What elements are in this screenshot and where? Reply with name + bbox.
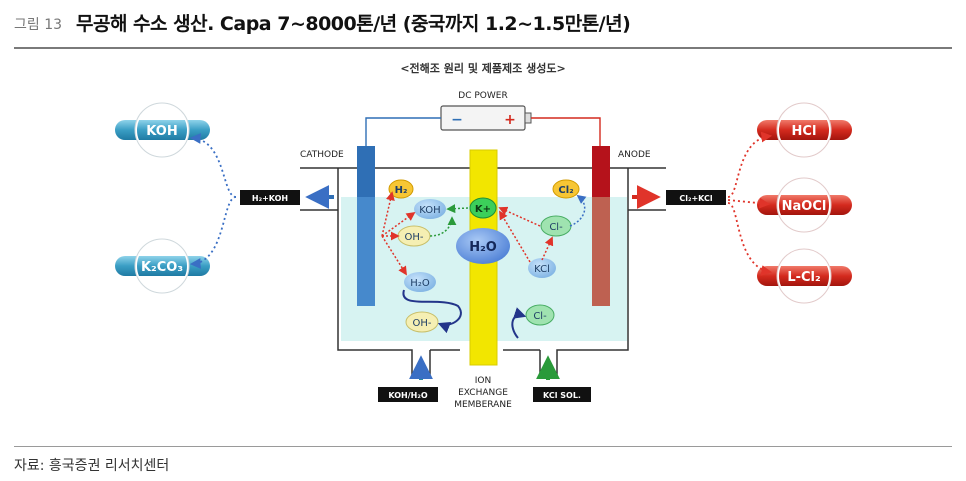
- right-outlet: Cl₂+KCl: [632, 185, 726, 209]
- plus-terminal: +: [504, 112, 516, 128]
- svg-text:Cl-: Cl-: [533, 311, 547, 322]
- product-pill-hcl: HCl: [757, 102, 852, 158]
- svg-text:NaOCl: NaOCl: [782, 199, 827, 214]
- svg-text:H₂O: H₂O: [469, 240, 497, 255]
- svg-text:KOH: KOH: [419, 205, 440, 216]
- svg-text:KCl: KCl: [534, 264, 550, 275]
- product-pill-l-cl2: L-Cl₂: [757, 248, 852, 304]
- ion-oh-upper: OH-: [397, 225, 431, 247]
- product-pill-naocl: NaOCl: [757, 177, 852, 233]
- membrane-label-3: MEMBERANE: [454, 400, 512, 410]
- ion-cl-minus-lower: Cl-: [525, 304, 555, 326]
- reaction-arrows: [381, 191, 587, 339]
- ion-h2: H₂: [388, 179, 414, 199]
- svg-text:OH-: OH-: [413, 318, 432, 329]
- svg-text:H₂+KOH: H₂+KOH: [252, 194, 288, 203]
- svg-text:OH-: OH-: [405, 232, 424, 243]
- svg-text:K₂CO₃: K₂CO₃: [141, 260, 183, 275]
- ion-k-plus: K+: [469, 197, 497, 219]
- membrane-label-1: ION: [475, 376, 491, 386]
- ion-h2o-small: H₂O: [404, 272, 436, 292]
- product-pill-koh: KOH: [115, 102, 210, 158]
- ion-oh-lower: OH-: [405, 311, 439, 333]
- svg-text:Cl₂+KCl: Cl₂+KCl: [679, 194, 713, 203]
- top-divider: [14, 47, 952, 49]
- svg-text:KOH: KOH: [146, 124, 177, 139]
- svg-text:L-Cl₂: L-Cl₂: [787, 270, 820, 285]
- dc-power-label: DC POWER: [458, 91, 507, 101]
- ion-cl-minus-upper: Cl-: [540, 215, 572, 237]
- cathode-label: CATHODE: [300, 150, 344, 160]
- ion-koh: KOH: [414, 199, 446, 219]
- left-inlet: KOH/H₂O: [378, 355, 438, 402]
- source-note: 자료: 흥국증권 리서치센터: [14, 458, 170, 474]
- svg-text:KCl SOL.: KCl SOL.: [543, 391, 581, 400]
- right-inlet: KCl SOL.: [533, 355, 591, 402]
- svg-text:KOH/H₂O: KOH/H₂O: [388, 391, 427, 400]
- ion-kcl: KCl: [528, 258, 556, 278]
- bottom-divider: [14, 446, 952, 447]
- product-pill-k2co3: K₂CO₃: [115, 238, 210, 294]
- dc-power-supply: DC POWER − +: [365, 91, 601, 146]
- svg-text:Cl-: Cl-: [549, 222, 563, 233]
- svg-text:H₂: H₂: [395, 185, 408, 196]
- svg-text:Cl₂: Cl₂: [558, 185, 573, 196]
- svg-text:H₂O: H₂O: [410, 278, 430, 289]
- svg-text:K+: K+: [475, 204, 491, 215]
- ion-cl2: Cl₂: [552, 179, 580, 199]
- diagram-subtitle: <전해조 원리 및 제품제조 생성도>: [400, 61, 565, 75]
- membrane-label-2: EXCHANGE: [458, 388, 508, 398]
- minus-terminal: −: [451, 112, 463, 128]
- figure-label: 그림 13: [14, 17, 63, 33]
- left-outlet: H₂+KOH: [240, 185, 334, 209]
- anode-label: ANODE: [618, 150, 651, 160]
- svg-text:HCl: HCl: [792, 124, 817, 139]
- figure-title: 무공해 수소 생산. Capa 7~8000톤/년 (중국까지 1.2~1.5만…: [76, 13, 631, 35]
- ion-h2o-center: H₂O: [456, 228, 510, 264]
